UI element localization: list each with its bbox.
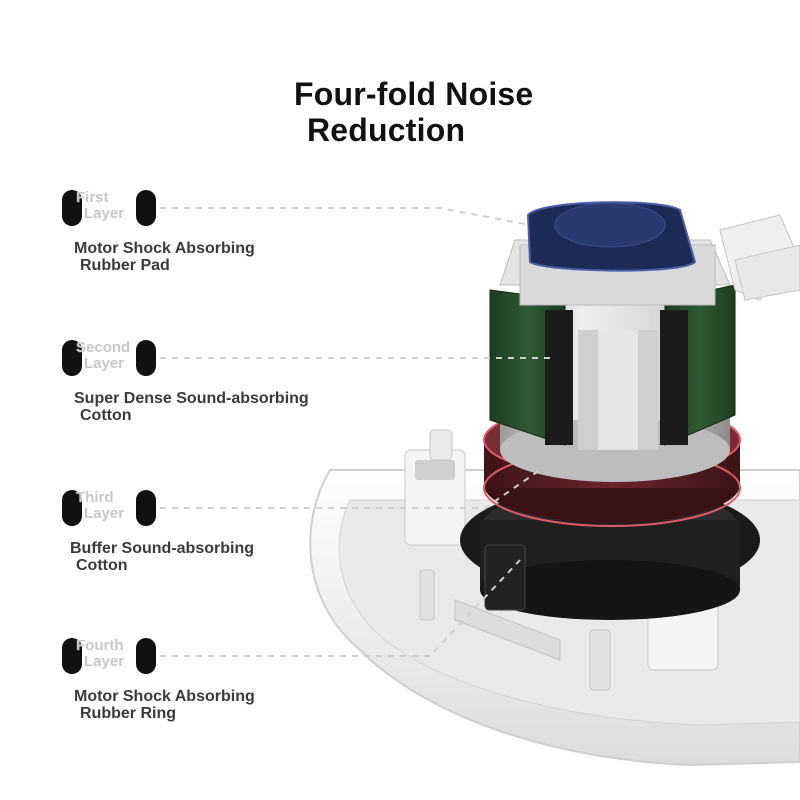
- badge-cap-right: [136, 190, 156, 226]
- rubber-pad: [526, 201, 697, 272]
- layer-description-line-2: Cotton: [80, 407, 132, 424]
- layer-description-line-1: Buffer Sound-absorbing: [70, 540, 254, 557]
- title-line-1: Four-fold Noise: [294, 76, 534, 112]
- layer-tag-word: Fourth: [76, 637, 124, 654]
- title-line-2: Reduction: [307, 112, 466, 148]
- layer-description-line-1: Motor Shock Absorbing: [74, 688, 255, 705]
- layer-badge: Second Layer: [62, 340, 156, 376]
- layer-tag-suffix: Layer: [84, 653, 125, 670]
- badge-cap-left: [62, 490, 82, 526]
- layer-badge: Fourth Layer: [62, 638, 156, 674]
- badge-cap-left: [62, 638, 82, 674]
- layer-description-line-2: Rubber Ring: [80, 705, 176, 722]
- badge-cap-left: [62, 190, 82, 226]
- layer-tag-word: Third: [76, 489, 114, 506]
- badge-cap-right: [136, 638, 156, 674]
- badge-cap-right: [136, 340, 156, 376]
- badge-cap-right: [136, 490, 156, 526]
- layer-tag-suffix: Layer: [84, 505, 125, 522]
- layer-description-line-1: Motor Shock Absorbing: [74, 240, 255, 257]
- layer-tag: First Layer: [76, 190, 124, 222]
- page-title: Four-fold Noise Reduction: [294, 76, 533, 148]
- layer-description-line-1: Super Dense Sound-absorbing: [74, 390, 309, 407]
- layer-tag: Third Layer: [76, 490, 124, 522]
- layer-description: Buffer Sound-absorbing Cotton: [70, 540, 254, 574]
- layer-description-line-2: Rubber Pad: [80, 257, 170, 274]
- layer-tag: Fourth Layer: [76, 638, 124, 670]
- layer-description: Super Dense Sound-absorbing Cotton: [74, 390, 309, 424]
- layer-description-line-2: Cotton: [76, 557, 128, 574]
- layer-tag: Second Layer: [76, 340, 130, 372]
- layer-tag-word: First: [76, 189, 109, 206]
- layer-description: Motor Shock Absorbing Rubber Ring: [74, 688, 255, 722]
- layer-description: Motor Shock Absorbing Rubber Pad: [74, 240, 255, 274]
- sound-absorbing-cotton: [489, 284, 736, 450]
- layer-tag-word: Second: [76, 339, 131, 356]
- layer-tag-suffix: Layer: [84, 355, 125, 372]
- layer-badge: Third Layer: [62, 490, 156, 526]
- badge-cap-left: [62, 340, 82, 376]
- layer-tag-suffix: Layer: [84, 205, 125, 222]
- layer-badge: First Layer: [62, 190, 156, 226]
- leader-lines: [160, 207, 555, 657]
